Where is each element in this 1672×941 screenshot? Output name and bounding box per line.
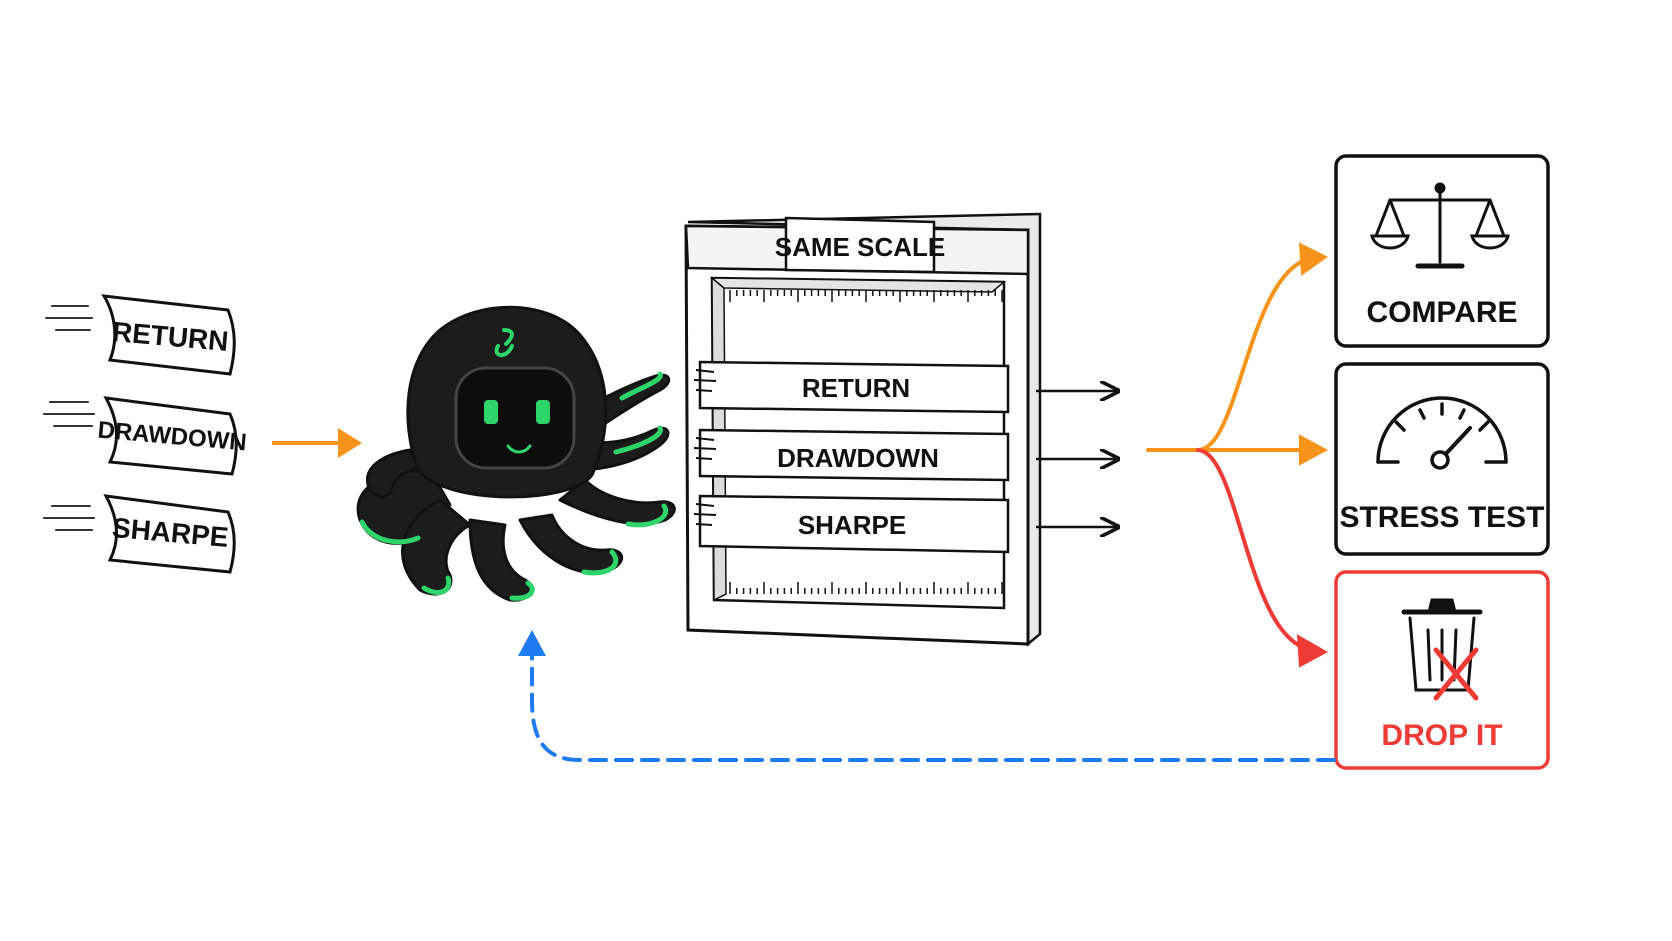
- outcome-stress-test: STRESS TEST: [1334, 362, 1550, 556]
- same-scale-frame: SAME SCALE RETURN DRAWDOWN SHARPE: [684, 212, 1042, 647]
- outcome-drop-label: DROP IT: [1381, 719, 1502, 752]
- octopus-eye-right: [536, 400, 550, 424]
- octopus-mascot: [356, 305, 676, 602]
- red-x-icon: [1433, 647, 1479, 701]
- input-card-sharpe: SHARPE: [43, 494, 236, 574]
- clip-icon: [693, 369, 717, 392]
- speed-lines: [43, 401, 95, 427]
- frame-row-drawdown: DRAWDOWN: [693, 428, 1010, 482]
- ruler-top: [729, 290, 1003, 302]
- outcome-drop-it: DROP IT: [1334, 570, 1550, 770]
- octopus-logo-icon: [494, 328, 514, 357]
- outcome-stress-label: STRESS TEST: [1339, 501, 1544, 534]
- arrow-inputs-to-octopus: [272, 428, 362, 458]
- input-card-return: RETURN: [45, 294, 236, 376]
- branch-arrows: [1146, 242, 1329, 668]
- frame-row-drawdown-label: DRAWDOWN: [777, 443, 939, 473]
- octopus-smile: [506, 444, 532, 454]
- clip-icon: [693, 503, 717, 526]
- frame-row-return-label: RETURN: [802, 373, 910, 403]
- branch-to-compare: [1146, 256, 1314, 452]
- frame-row-sharpe-label: SHARPE: [798, 510, 906, 540]
- outcome-compare: COMPARE: [1334, 154, 1550, 348]
- outcome-compare-label: COMPARE: [1366, 296, 1517, 329]
- frame-row-return: RETURN: [693, 360, 1010, 414]
- gauge-icon: [1376, 396, 1508, 470]
- feedback-loop-arrow: [518, 630, 1336, 762]
- ruler-bottom: [729, 582, 1003, 594]
- octopus-eye-left: [484, 400, 498, 424]
- speed-lines: [43, 505, 95, 531]
- scales-icon: [1370, 182, 1510, 269]
- clip-icon: [693, 437, 717, 460]
- frame-title: SAME SCALE: [775, 232, 945, 262]
- tentacle-suckers: [359, 371, 669, 601]
- frame-row-sharpe: SHARPE: [693, 494, 1010, 554]
- input-card-drawdown: DRAWDOWN: [43, 396, 248, 476]
- frame-output-arrows: [1036, 391, 1116, 527]
- branch-to-drop: [1196, 448, 1314, 652]
- speed-lines: [45, 305, 93, 331]
- octopus-face-screen: [454, 366, 576, 470]
